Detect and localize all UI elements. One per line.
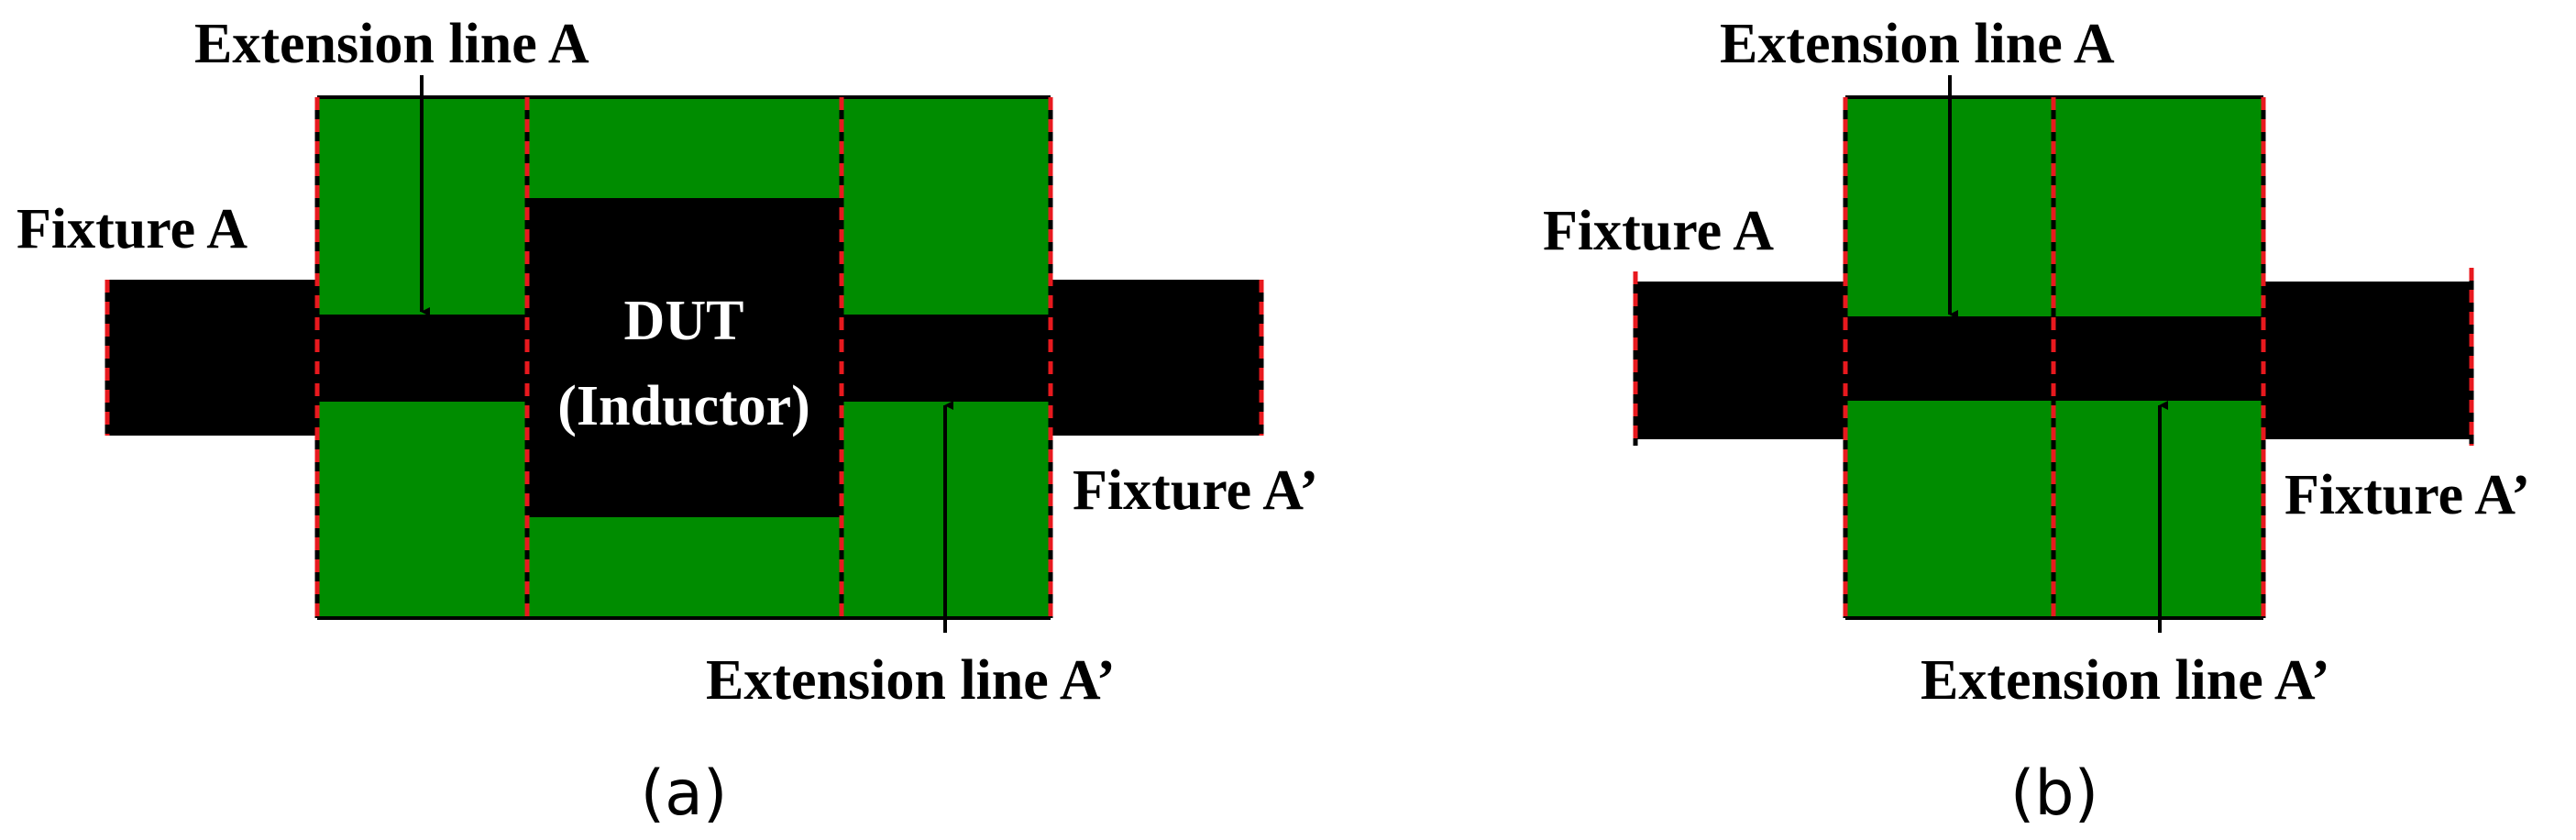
panel-a: Extension line A Fixture A DUT (Inductor… — [17, 13, 1318, 830]
panel-a-dut-label: DUT — [624, 290, 744, 352]
panel-b-right-fixture-strip — [2263, 282, 2472, 439]
panel-a-dut-sublabel: (Inductor) — [557, 375, 810, 437]
panel-b-fixture-right-label: Fixture A’ — [2284, 464, 2530, 526]
panel-b-reference-planes — [1633, 97, 2474, 618]
panel-b: Extension line A Fixture A Fixture A’ Ex… — [1543, 13, 2530, 830]
panel-a-left-fixture-strip — [106, 280, 317, 436]
panel-b-extension-top-label: Extension line A — [1720, 13, 2115, 75]
panel-b-fixture-left-label: Fixture A — [1543, 200, 1774, 262]
panel-a-dut-block — [527, 198, 842, 517]
panel-a-extension-top-label: Extension line A — [194, 13, 589, 75]
panel-a-extension-bottom-label: Extension line A’ — [706, 649, 1116, 712]
panel-b-caption: (b) — [2010, 757, 2098, 830]
panel-b-extension-bottom-label: Extension line A’ — [1921, 649, 2330, 712]
panel-a-caption: (a) — [641, 757, 728, 830]
panel-a-fixture-left-label: Fixture A — [17, 198, 248, 260]
panel-a-fixture-right-label: Fixture A’ — [1073, 459, 1318, 522]
panel-b-left-fixture-strip — [1635, 282, 1845, 439]
panel-a-right-fixture-strip — [1050, 280, 1262, 436]
panel-a-reference-planes — [105, 97, 1264, 618]
